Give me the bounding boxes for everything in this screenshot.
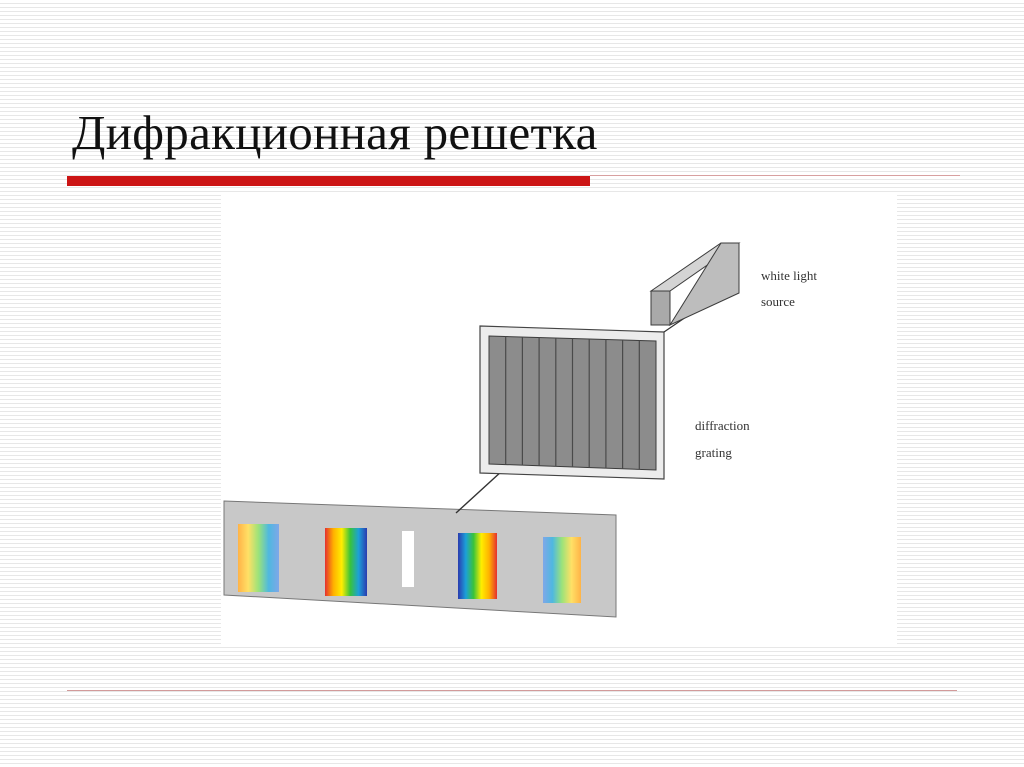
title-accent-bar [67,176,590,186]
spectra-group [238,524,581,603]
spectrum-central-maximum [402,531,414,587]
source-label-line2: source [761,294,795,309]
spectrum-first-order-right [458,533,497,599]
grating-label-line1: diffraction [695,418,750,433]
spectrum-second-order-left [238,524,279,592]
light-source-side [668,242,740,327]
footer-divider-line [67,690,957,691]
grating-label-line2: grating [695,445,732,460]
slide-title: Дифракционная решетка [72,105,598,160]
diffraction-diagram: white light source diffraction grating [221,193,897,645]
title-divider-line [590,175,960,176]
source-label-line1: white light [761,268,817,283]
diagram-canvas: white light source diffraction grating [223,242,817,618]
spectrum-second-order-right [543,537,581,603]
observation-screen [223,500,617,618]
light-source-front [650,290,671,326]
grating-slits [505,336,640,470]
spectrum-first-order-left [325,528,367,596]
